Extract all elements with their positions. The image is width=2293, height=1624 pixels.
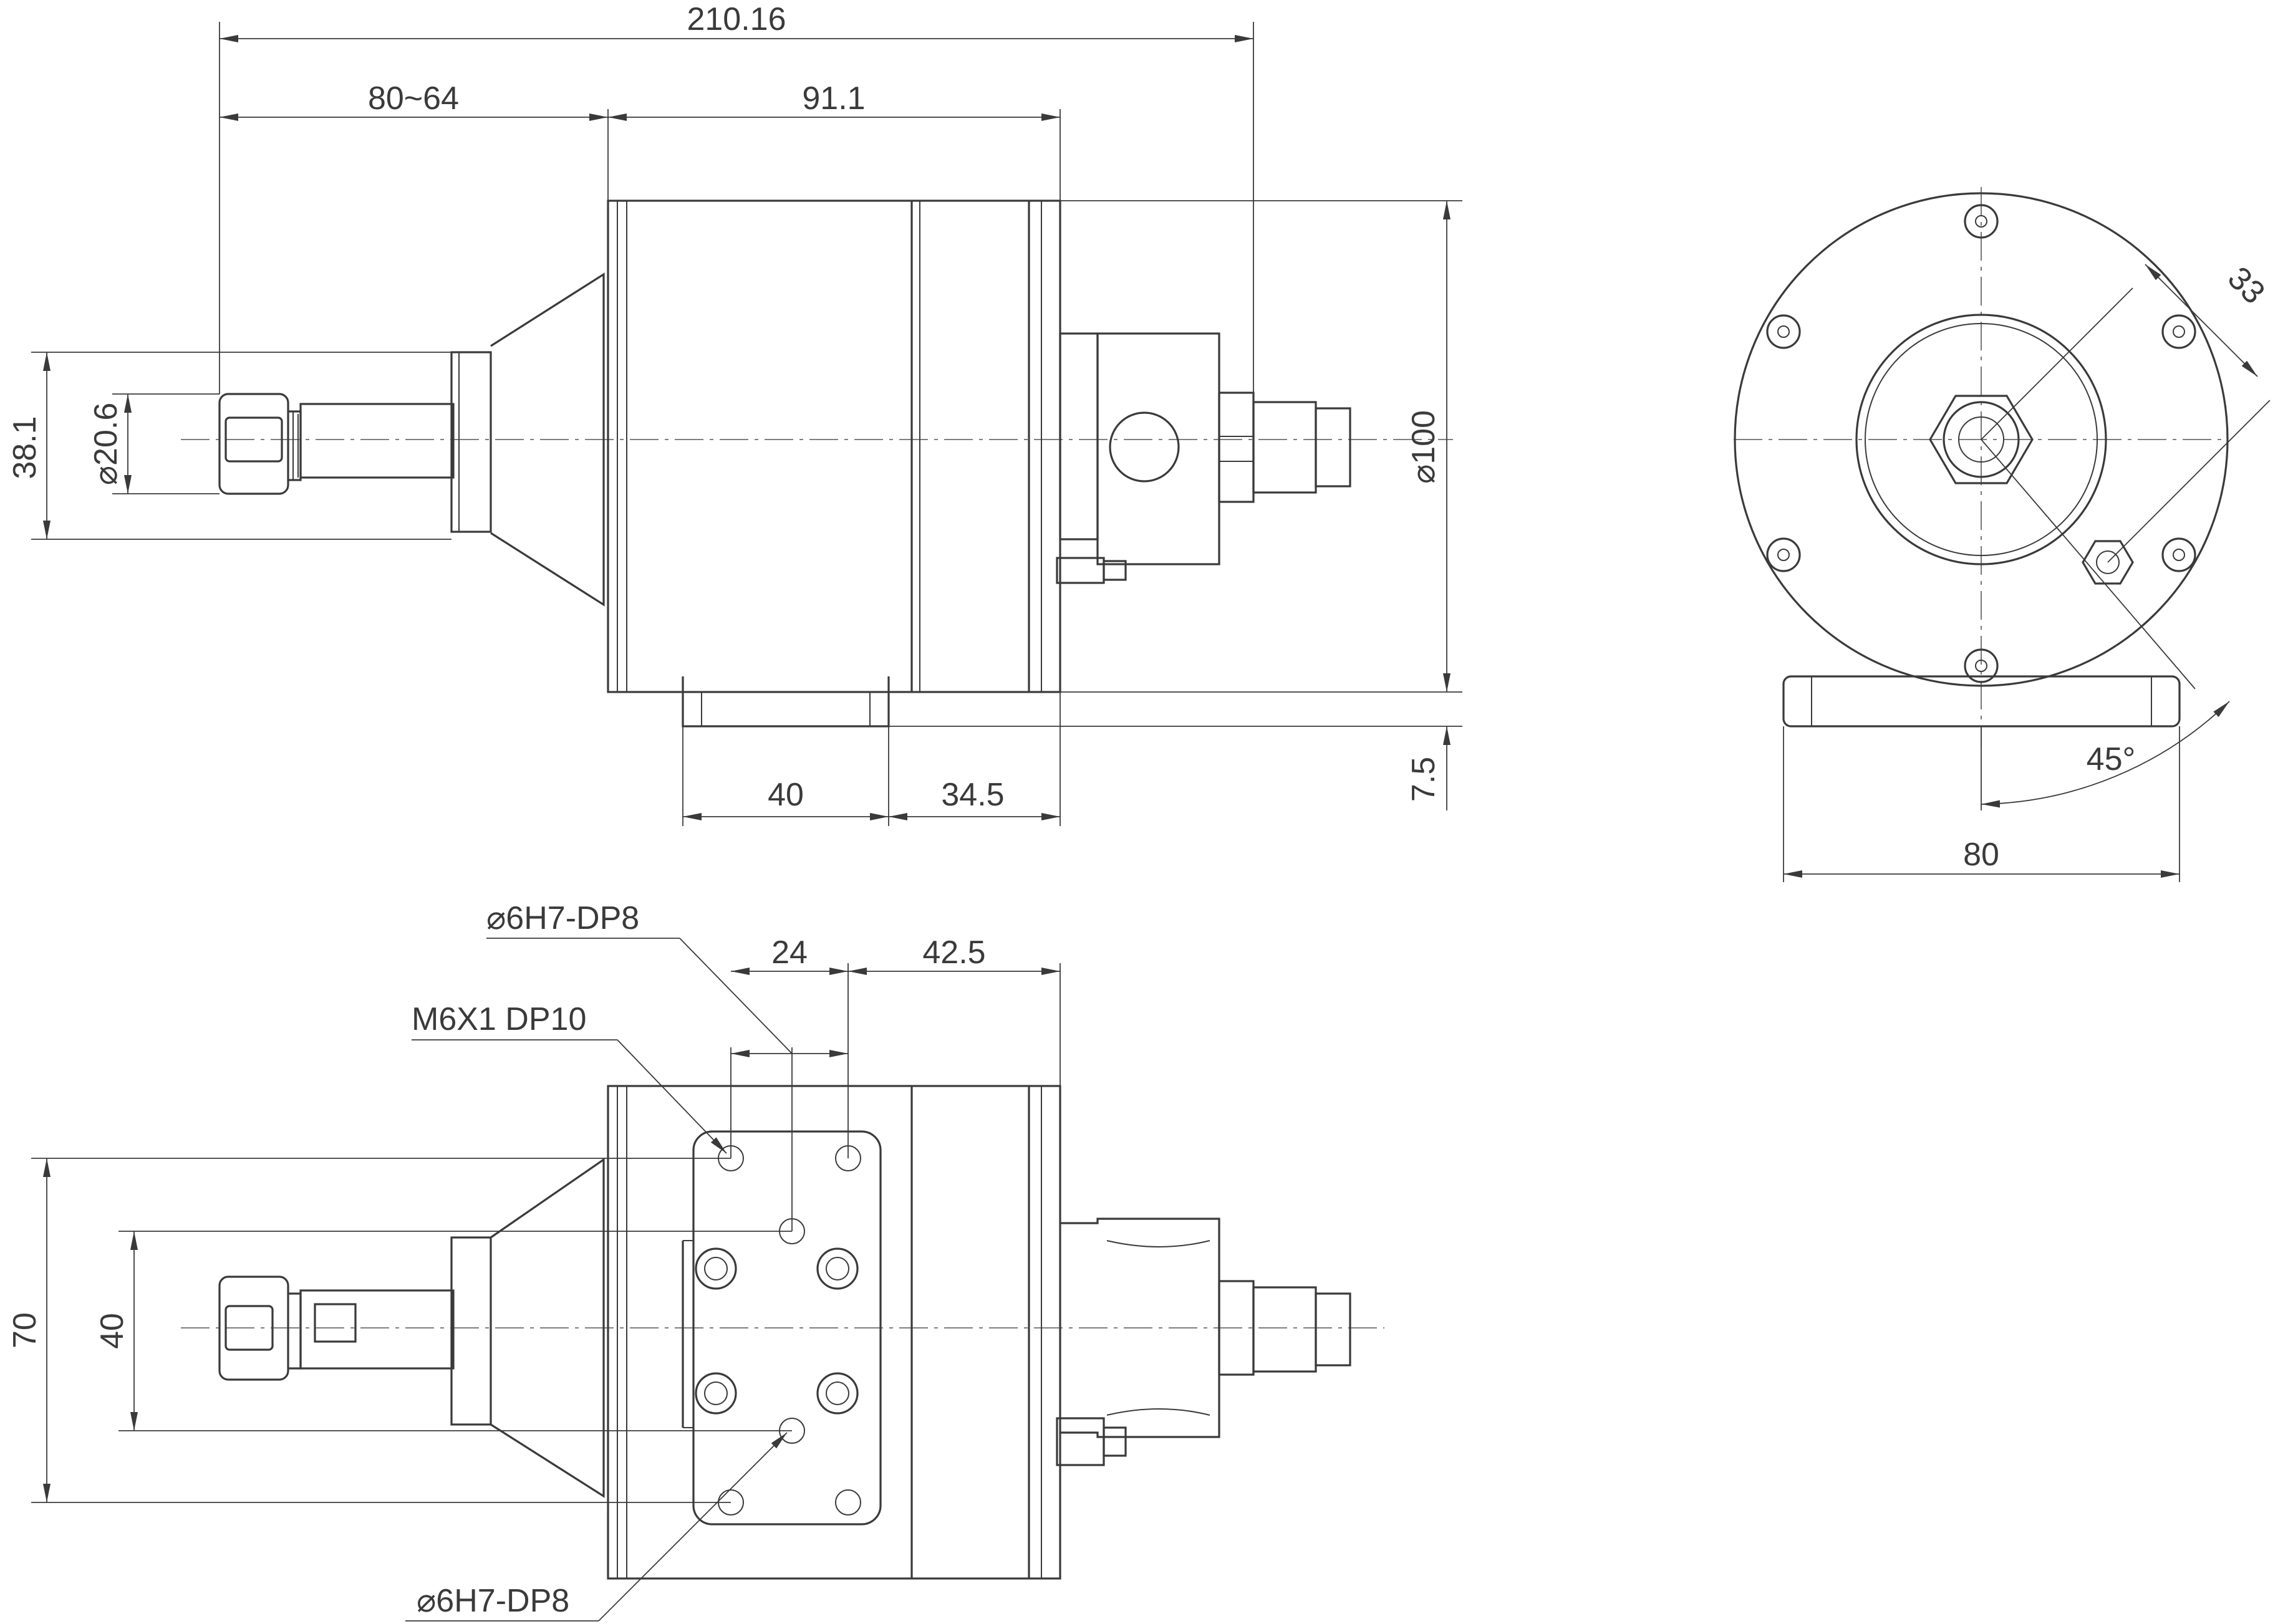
- callout-pin-hole-top: ⌀6H7-DP8: [486, 900, 639, 936]
- dim-foot-34: 34.5: [941, 777, 1004, 813]
- dim-angle-45: 45°: [2087, 741, 2136, 777]
- dim-diameter-100: ⌀100: [1406, 410, 1442, 484]
- callout-pin-hole-bottom: ⌀6H7-DP8: [417, 1583, 569, 1619]
- dim-diameter-20: ⌀20.6: [88, 403, 124, 486]
- dim-overall-length: 210.16: [687, 1, 786, 37]
- side-view: [181, 199, 1453, 728]
- dim-stroke-range: 80~64: [368, 80, 459, 117]
- dim-radius-33: 33: [2221, 260, 2272, 311]
- dim-hole-spacing-24: 24: [771, 935, 808, 971]
- dim-body-length: 91.1: [802, 80, 865, 117]
- dim-hole-offset-42: 42.5: [922, 935, 985, 971]
- dim-height-70: 70: [7, 1312, 43, 1348]
- dim-height-40: 40: [94, 1313, 130, 1349]
- front-view: [1734, 187, 2229, 748]
- callout-thread-hole: M6X1 DP10: [412, 1001, 586, 1037]
- bottom-view: [181, 1085, 1384, 1580]
- foot-holes: [695, 1145, 861, 1516]
- front-view-dimensions: 33 45° 80: [1783, 260, 2272, 882]
- dim-foot-thickness: 7.5: [1406, 757, 1442, 802]
- side-view-dimensions: 210.16 80~64 91.1 38.1 ⌀20.6 ⌀100 7.5: [7, 1, 1462, 826]
- dim-height-38: 38.1: [7, 416, 43, 479]
- dim-foot-40: 40: [768, 777, 804, 813]
- dim-base-width: 80: [1963, 837, 1999, 873]
- bottom-view-dimensions: 24 42.5 70 40 ⌀6H7-DP8 M6X1 DP10 ⌀6H7-DP…: [7, 900, 1061, 1622]
